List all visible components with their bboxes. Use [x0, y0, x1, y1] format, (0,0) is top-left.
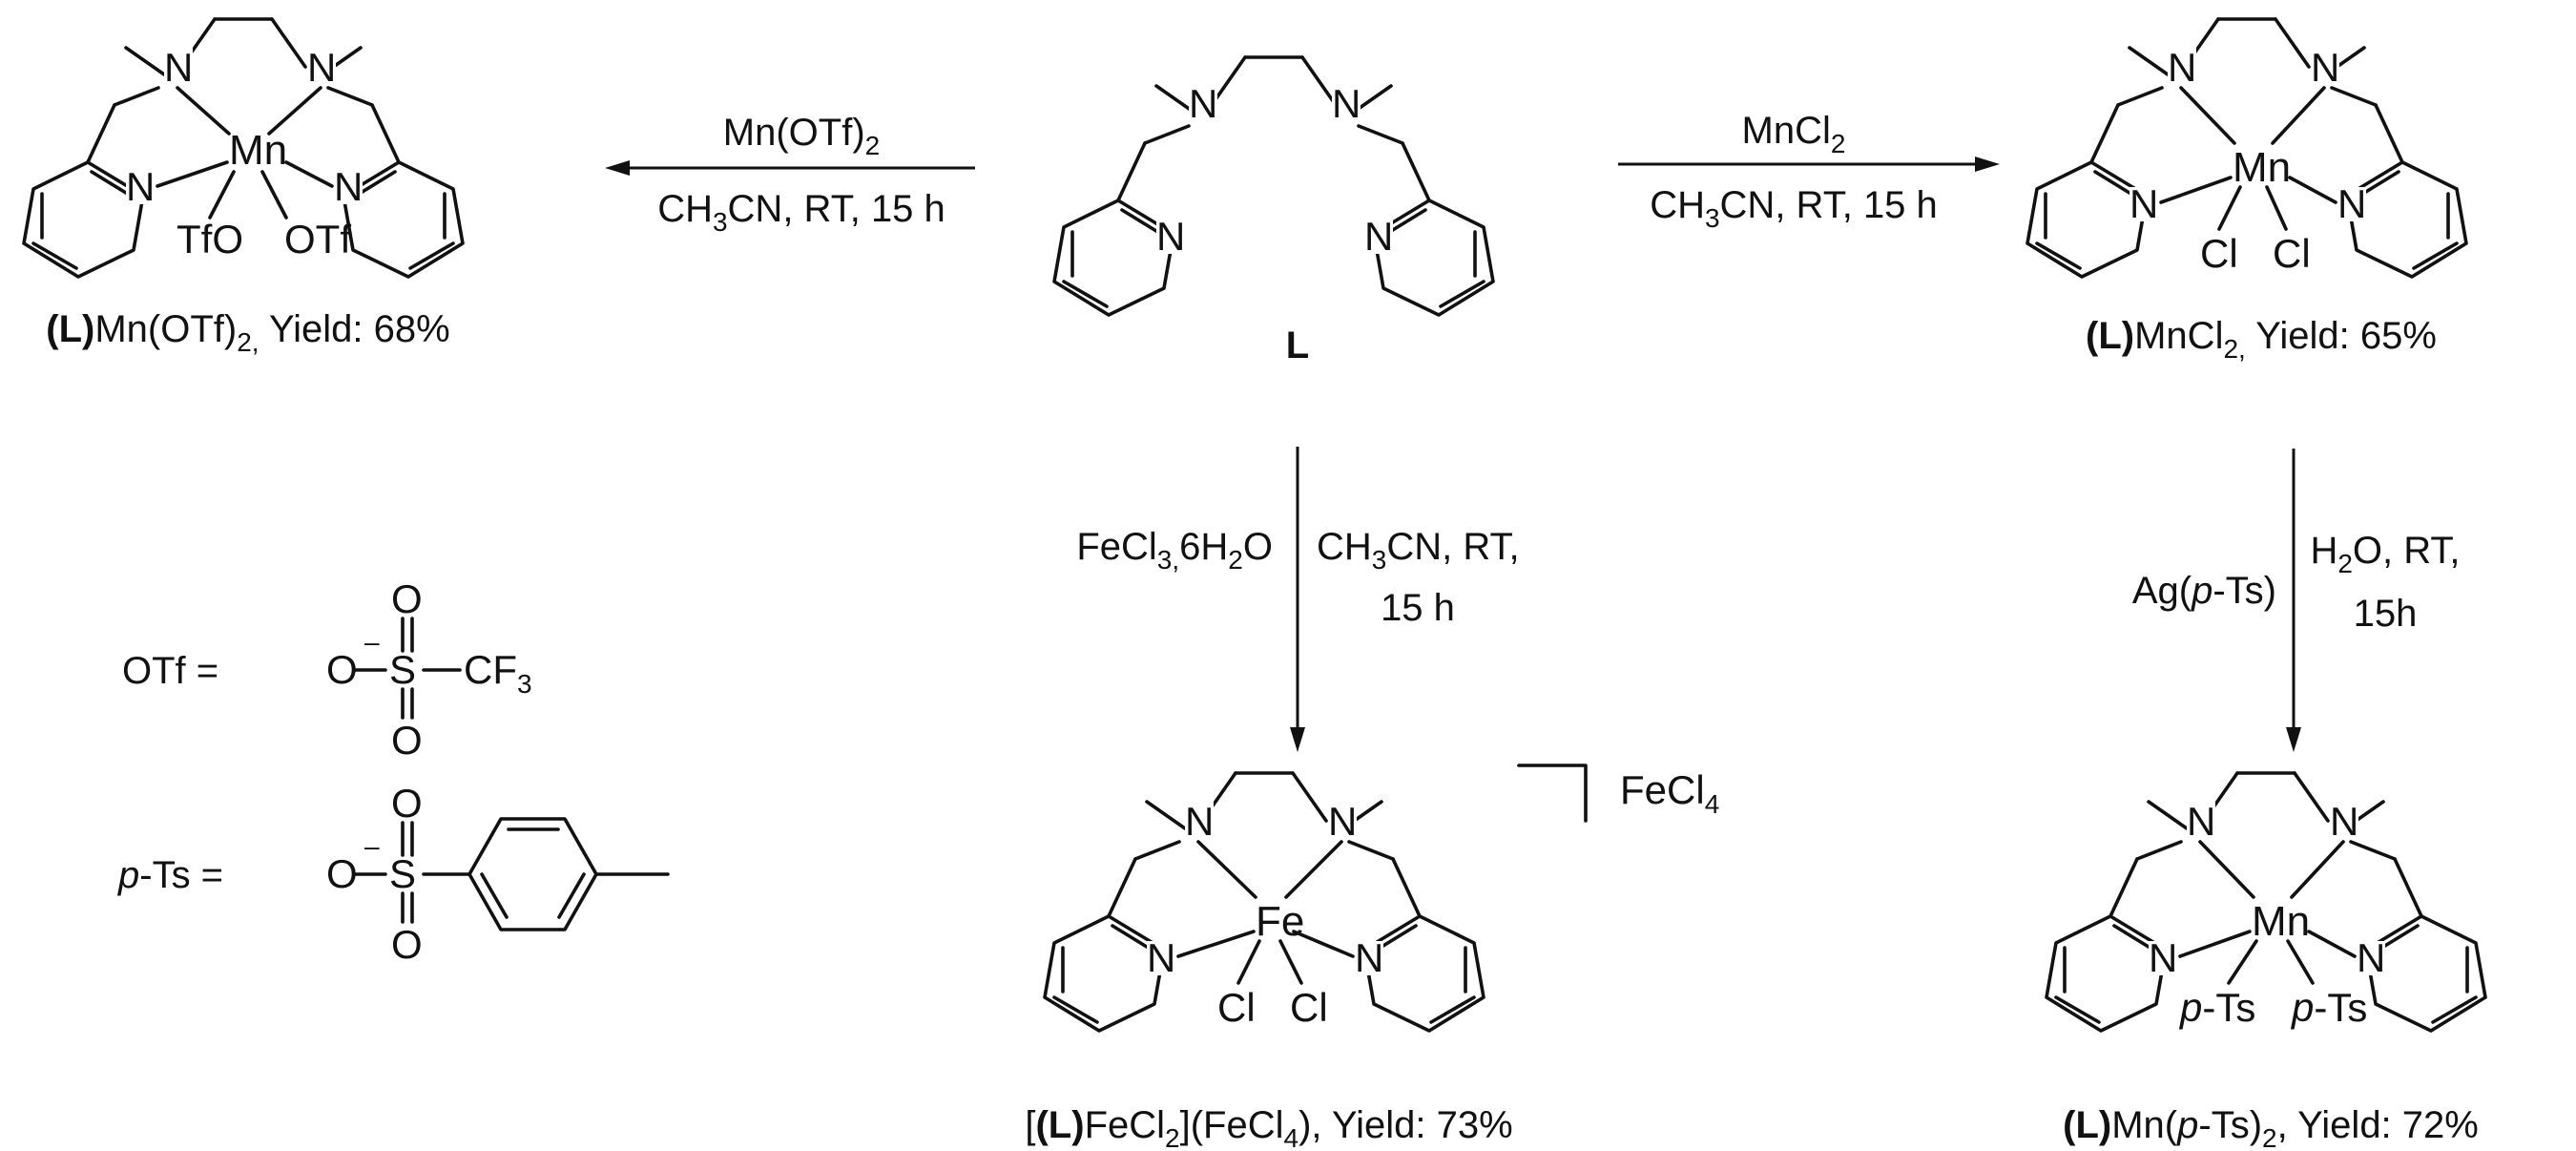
fe-nitrogen-amine-left: N: [1185, 799, 1214, 844]
conditions-mn-otf: CH3CN, RT, 15 h: [657, 188, 945, 237]
mn-cl-nitrogen-amine-right: N: [2311, 45, 2339, 90]
legend-otf-oxygen-bottom: O: [391, 718, 423, 763]
conditions-fe-line2: 15 h: [1381, 587, 1455, 629]
conditions-mn-cl: CH3CN, RT, 15 h: [1650, 184, 1938, 233]
mn-cl-metal: Mn: [2233, 144, 2291, 191]
complex-mn-otf: N N N N Mn TfO OTf (L)Mn(OTf)2, Yield: 6…: [22, 17, 465, 357]
fe-chloride-left: Cl: [1217, 985, 1256, 1030]
legend-pts-label: p-Ts =: [117, 854, 223, 896]
mn-ts-caption: (L)Mn(p-Ts)2, Yield: 72%: [2063, 1104, 2479, 1151]
legend-otf: OTf = O – S O O CF3: [122, 576, 532, 763]
ligand-nitrogen-pyridine-right: N: [1364, 214, 1393, 259]
legend-otf-oxygen-top: O: [391, 576, 423, 621]
reagent-mn-cl: MnCl2: [1742, 110, 1846, 158]
mn-cl-chloride-left: Cl: [2200, 231, 2238, 276]
fe-nitrogen-amine-right: N: [1328, 799, 1357, 844]
ligand-label: L: [1286, 324, 1309, 366]
fe-caption: [(L)FeCl2](FeCl4), Yield: 73%: [1025, 1104, 1512, 1151]
arrow-to-fe: FeCl3,6H2O CH3CN, RT, 15 h: [1076, 447, 1520, 752]
reagent-mn-ts: Ag(p-Ts): [2132, 570, 2276, 612]
legend-pts-oxygen-bottom: O: [391, 922, 423, 967]
mn-ts-nitrogen-pyridine-right: N: [2357, 935, 2385, 980]
fe-nitrogen-pyridine-left: N: [1147, 935, 1175, 980]
mn-ts-nitrogen-pyridine-left: N: [2149, 935, 2177, 980]
reagent-mn-otf: Mn(OTf)2: [723, 112, 880, 160]
mn-otf-nitrogen-amine-left: N: [164, 45, 193, 90]
arrow-to-mn-cl: MnCl2 CH3CN, RT, 15 h: [1618, 110, 2000, 233]
mn-cl-chloride-right: Cl: [2273, 231, 2311, 276]
arrow-to-mn-otf: Mn(OTf)2 CH3CN, RT, 15 h: [605, 112, 975, 237]
legend-pts-charge: –: [364, 831, 380, 861]
legend-otf-cf3: CF3: [464, 647, 532, 699]
mn-otf-ligand-triflate-right: OTf: [284, 217, 351, 262]
mn-cl-nitrogen-pyridine-right: N: [2337, 181, 2366, 226]
mn-ts-tosylate-left: p-Ts: [2178, 985, 2255, 1030]
complex-mn-cl: N N N N Mn Cl Cl (L)MnCl2, Yield: 65%: [2025, 17, 2468, 364]
arrow-to-mn-ts: Ag(p-Ts) H2O, RT, 15h: [2132, 449, 2461, 752]
mn-ts-nitrogen-amine-right: N: [2330, 799, 2358, 844]
fe-chloride-right: Cl: [1290, 985, 1328, 1030]
fe-nitrogen-pyridine-right: N: [1355, 935, 1383, 980]
mn-otf-nitrogen-pyridine-right: N: [334, 164, 363, 209]
conditions-fe-line1: CH3CN, RT,: [1317, 526, 1520, 575]
legend-otf-label: OTf =: [122, 650, 218, 692]
mn-cl-nitrogen-pyridine-left: N: [2129, 181, 2158, 226]
mn-cl-nitrogen-amine-left: N: [2168, 45, 2196, 90]
mn-otf-nitrogen-pyridine-left: N: [126, 164, 155, 209]
mn-otf-nitrogen-amine-right: N: [307, 45, 336, 90]
mn-otf-metal: Mn: [229, 127, 287, 174]
conditions-mn-ts-line1: H2O, RT,: [2310, 530, 2460, 578]
complex-mn-ts: N N N N Mn p-Ts p-Ts (L)Mn(p-Ts)2, Yield…: [2045, 771, 2487, 1151]
fe-metal: Fe: [1256, 898, 1304, 945]
mn-otf-ligand-triflate-left: TfO: [177, 217, 243, 262]
mn-ts-tosylate-right: p-Ts: [2290, 985, 2367, 1030]
conditions-mn-ts-line2: 15h: [2354, 593, 2418, 635]
ligand-nitrogen-pyridine-left: N: [1156, 214, 1185, 259]
legend-otf-sulfur: S: [389, 647, 416, 692]
mn-ts-nitrogen-amine-left: N: [2187, 799, 2215, 844]
legend-otf-charge: –: [364, 627, 380, 657]
legend-pts-oxygen-anion: O: [326, 851, 358, 896]
fe-bracket: [1517, 764, 1588, 823]
fe-counterion: FeCl4: [1620, 767, 1719, 819]
legend-pts-sulfur: S: [389, 851, 416, 896]
mn-ts-metal: Mn: [2252, 898, 2310, 945]
complex-fe: N N N N Fe Cl Cl FeCl4 [(L)FeCl2](FeCl4)…: [1025, 764, 1719, 1151]
ligand-nitrogen-amine-left: N: [1189, 81, 1217, 126]
ligand-nitrogen-amine-right: N: [1332, 81, 1361, 126]
legend-pts-benzene-ring: [467, 817, 598, 931]
mn-cl-caption: (L)MnCl2, Yield: 65%: [2086, 315, 2437, 364]
ligand-L: N N N N L: [1052, 55, 1495, 366]
mn-otf-caption: (L)Mn(OTf)2, Yield: 68%: [46, 308, 449, 357]
legend-pts-oxygen-top: O: [391, 781, 423, 826]
reagent-fe: FeCl3,6H2O: [1076, 526, 1273, 575]
legend-pts: p-Ts = O – S O O: [117, 781, 670, 967]
legend-otf-oxygen-anion: O: [326, 647, 358, 692]
